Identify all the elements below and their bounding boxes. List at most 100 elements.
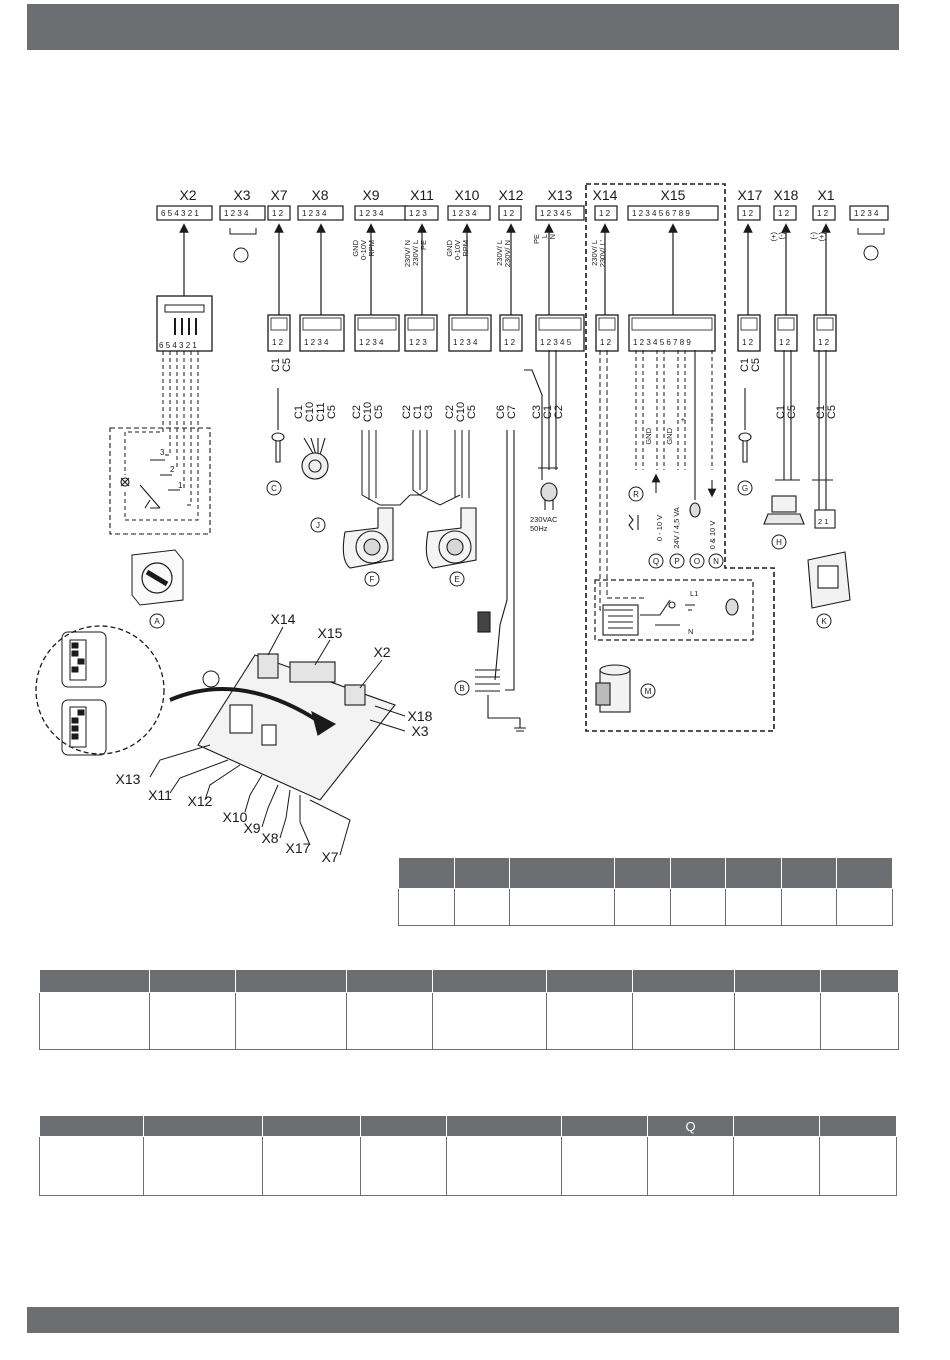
table-bottom-header bbox=[733, 1115, 820, 1137]
table-cell bbox=[453, 888, 511, 926]
table-mid-header bbox=[546, 969, 633, 993]
table-cell bbox=[561, 1136, 648, 1196]
component-letter: C bbox=[271, 484, 277, 493]
x3-circle bbox=[233, 247, 249, 263]
cable-label-x11: C1 bbox=[412, 405, 424, 419]
x14-dashed-leads bbox=[599, 350, 645, 611]
signal-label-x13: L bbox=[540, 234, 549, 238]
component-marker-n: N bbox=[708, 553, 724, 569]
pcb-board-illustration bbox=[169, 653, 396, 801]
signal-label-x11: PE bbox=[419, 240, 428, 250]
plug-pins: 1 2 bbox=[818, 338, 830, 347]
x2-plug: 6 5 4 3 2 1 bbox=[156, 295, 213, 352]
table-cell bbox=[614, 888, 671, 926]
table-cell bbox=[669, 888, 727, 926]
plug-x15: 1 2 3 4 5 6 7 8 9 bbox=[628, 314, 716, 352]
cable-label-x8: C11 bbox=[315, 402, 327, 421]
mains-label-2: 50Hz bbox=[530, 524, 548, 533]
table-small-header bbox=[453, 857, 511, 889]
table-mid-header-row bbox=[39, 969, 899, 993]
table-cell bbox=[360, 1136, 447, 1196]
connector-label: X7 bbox=[270, 187, 287, 203]
table-cell bbox=[780, 888, 838, 926]
plug-pins: 1 2 3 4 bbox=[359, 338, 384, 347]
connector-pins: 6 5 4 3 2 1 bbox=[161, 209, 199, 218]
table-cell bbox=[346, 992, 433, 1050]
connector-label: X10 bbox=[455, 187, 480, 203]
table-bottom-header bbox=[360, 1115, 447, 1137]
x15-signal: GND bbox=[665, 427, 674, 444]
board-label: X7 bbox=[321, 849, 338, 865]
component-letter: H bbox=[776, 538, 782, 547]
connector-pins: 1 2 bbox=[599, 209, 611, 218]
plug-pins: 1 2 bbox=[272, 338, 284, 347]
board-label: X2 bbox=[373, 644, 390, 660]
table-mid-header bbox=[432, 969, 547, 993]
cable-label-x13: C1 bbox=[542, 405, 554, 419]
cable-label-x1: C1 bbox=[815, 405, 827, 419]
signal-label-x14: 230V/ L bbox=[590, 240, 599, 266]
table-cell bbox=[836, 888, 893, 926]
connector-x2: X26 5 4 3 2 1 bbox=[156, 187, 213, 221]
switch-pin-3: 3 bbox=[160, 448, 165, 457]
switch-symbol bbox=[120, 459, 180, 509]
table-cell bbox=[432, 992, 547, 1050]
connector-x1: X11 2 bbox=[812, 187, 836, 221]
component-letter: R bbox=[633, 490, 639, 499]
component-letter: Q bbox=[653, 557, 659, 566]
table-bottom-header bbox=[143, 1115, 263, 1137]
component-letter: P bbox=[674, 557, 679, 566]
table-cell bbox=[143, 1136, 263, 1196]
x15-devices bbox=[628, 350, 717, 531]
component-marker-p: P bbox=[669, 553, 685, 569]
board-label: X12 bbox=[188, 793, 213, 809]
signal-label-x9: 0-10V bbox=[359, 240, 368, 260]
connector-pins: 1 2 3 4 bbox=[224, 209, 249, 218]
switch-pin-2: 2 bbox=[170, 465, 175, 474]
signal-label-x11: 230V/ L bbox=[411, 240, 420, 266]
cable-label-x12: C7 bbox=[506, 405, 518, 419]
plug-x8: 1 2 3 4 bbox=[299, 314, 345, 352]
switch-pin-1: 1 bbox=[178, 481, 183, 490]
table-small-header bbox=[725, 857, 782, 889]
connector-pins: 1 2 bbox=[817, 209, 829, 218]
table-row bbox=[39, 1136, 897, 1196]
cable-label-x11: C3 bbox=[423, 405, 435, 419]
cable-label-x1: C5 bbox=[826, 405, 838, 419]
table-cell bbox=[235, 992, 347, 1050]
plug-x11: 1 2 3 bbox=[404, 314, 438, 352]
table-mid-header bbox=[39, 969, 150, 993]
connector-pins: 1 2 3 4 5 bbox=[540, 209, 572, 218]
cable-label-x10: C10 bbox=[455, 402, 467, 422]
table-bottom-header: Q bbox=[647, 1115, 734, 1137]
table-cell bbox=[725, 888, 782, 926]
table-row bbox=[398, 888, 893, 926]
fan-e-illustration bbox=[425, 507, 477, 569]
relay-symbol bbox=[602, 598, 739, 636]
spare-circle bbox=[863, 245, 879, 261]
signal-label-x13: PE bbox=[532, 234, 541, 244]
signal-label-x12: 230V/ L bbox=[495, 240, 504, 266]
table-cell bbox=[262, 1136, 361, 1196]
connector-pins: 1 2 3 4 bbox=[452, 209, 477, 218]
signal-label-x10: 0-10V bbox=[453, 240, 462, 260]
table-small-header bbox=[669, 857, 727, 889]
cable-label-x7: C1 bbox=[270, 358, 282, 372]
connector-spare: 1 2 3 4 bbox=[849, 205, 889, 221]
connector-pins: 1 2 3 4 bbox=[854, 209, 879, 218]
component-letter: O bbox=[694, 557, 700, 566]
plug-x10: 1 2 3 4 bbox=[448, 314, 492, 352]
board-label: X14 bbox=[271, 611, 296, 627]
cable-label-x17: C1 bbox=[739, 358, 751, 372]
component-letter: E bbox=[454, 575, 459, 584]
table-cell bbox=[733, 1136, 820, 1196]
signal-label-x18: (-) bbox=[777, 232, 786, 240]
table-cell bbox=[647, 1136, 734, 1196]
plug-pins: 1 2 3 4 5 6 7 8 9 bbox=[633, 338, 691, 347]
board-label: X9 bbox=[243, 820, 260, 836]
signal-label-x9: RPM bbox=[367, 240, 376, 257]
table-small-header-row bbox=[398, 857, 893, 889]
table-small bbox=[398, 857, 893, 926]
connector-x8: X81 2 3 4 bbox=[297, 187, 344, 221]
